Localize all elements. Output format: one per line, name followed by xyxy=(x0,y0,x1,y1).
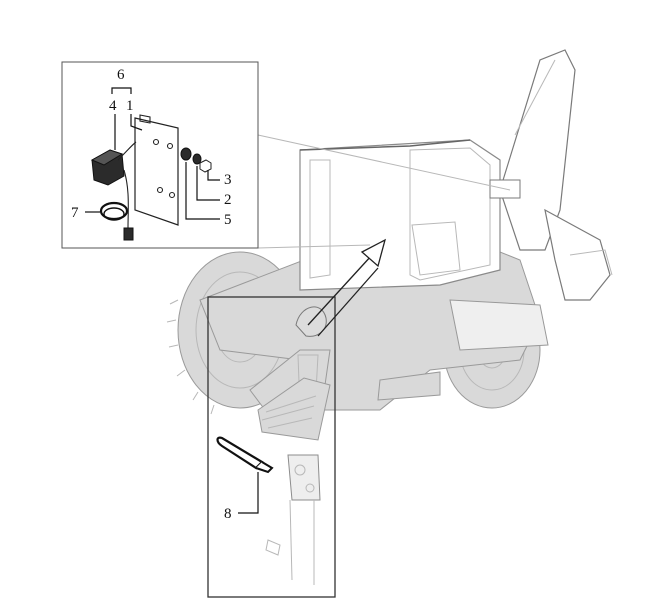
callout-7: 7 xyxy=(71,205,79,221)
callout-5-leader xyxy=(185,162,220,220)
wire-harness xyxy=(117,141,137,229)
callout-6-bracket xyxy=(111,87,132,94)
front-step xyxy=(377,371,441,401)
steering-column xyxy=(257,306,331,585)
spring-clip xyxy=(99,201,129,221)
callout-4: 4 xyxy=(109,98,117,114)
callout-1: 1 xyxy=(126,98,134,114)
switch-body xyxy=(90,149,125,186)
callout-3-leader xyxy=(207,170,220,181)
inset-frame-lower xyxy=(207,296,336,598)
callout-1-leader xyxy=(130,114,143,131)
direction-arrow xyxy=(307,238,387,337)
washer xyxy=(180,147,192,161)
callout-8-leader xyxy=(238,472,259,514)
connector-plug xyxy=(123,227,134,241)
rear-frame xyxy=(449,299,549,351)
callout-8: 8 xyxy=(224,506,232,522)
cab xyxy=(299,139,501,291)
nut xyxy=(199,159,212,173)
detail-inset-upper: 6 4 1 3 2 5 7 xyxy=(61,61,259,249)
callout-2: 2 xyxy=(224,192,232,208)
callout-5: 5 xyxy=(224,212,232,228)
detail-inset-lower: 8 xyxy=(207,296,336,598)
mounting-plate xyxy=(134,114,179,226)
callout-6: 6 xyxy=(117,67,125,83)
callout-2-leader xyxy=(196,166,220,201)
inset-connector-lines xyxy=(257,134,511,249)
callout-3: 3 xyxy=(224,172,232,188)
hex-key xyxy=(216,436,264,470)
lock-washer xyxy=(192,153,202,165)
